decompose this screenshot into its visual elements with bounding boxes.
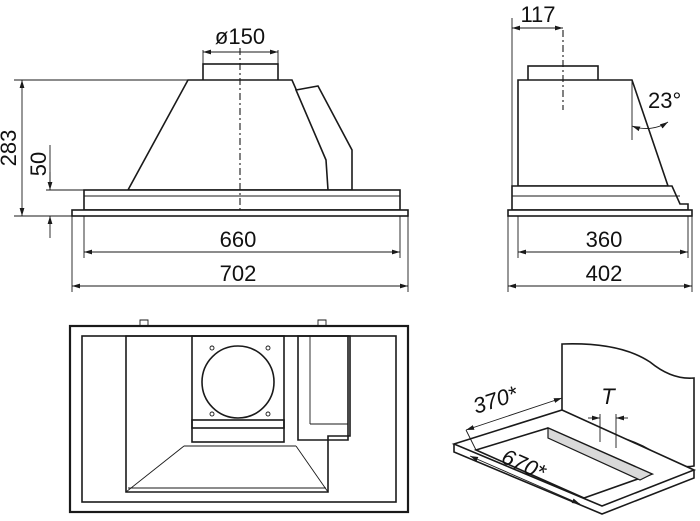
front-view: ø150 283 50 660 702: [0, 24, 409, 292]
bottom-panel: [71, 209, 409, 217]
bottom-body: [125, 335, 351, 493]
isometric-view: 370* 670* T: [451, 343, 697, 515]
side-base: [511, 185, 689, 211]
side-view: 117 23° 360 402: [507, 2, 693, 292]
bottom-outer-frame: [68, 324, 410, 514]
width-inner-label: 660: [220, 227, 257, 252]
depth-offset-label: 117: [520, 2, 555, 27]
side-hood-body: [517, 79, 670, 187]
width-outer-label: 702: [220, 261, 257, 286]
depth-outer-label: 402: [586, 261, 623, 286]
angle-label: 23°: [648, 88, 681, 113]
duct-diameter-label: ø150: [215, 24, 265, 49]
lower-bar: [191, 419, 285, 443]
cutout-depth-label: 370*: [470, 381, 522, 419]
base-plate: [83, 189, 401, 211]
bottom-view: [68, 319, 410, 514]
side-bottom-panel: [507, 209, 693, 217]
motor-housing: [191, 335, 285, 429]
depth-inner-label: 360: [586, 227, 623, 252]
bottom-inner-frame: [81, 335, 397, 503]
side-box: [297, 335, 349, 441]
thickness-label: T: [601, 384, 616, 409]
height-total-label: 283: [0, 130, 21, 167]
fan-circle: [201, 345, 275, 419]
height-base-label: 50: [26, 152, 51, 176]
cutout-shadow: [547, 427, 654, 481]
